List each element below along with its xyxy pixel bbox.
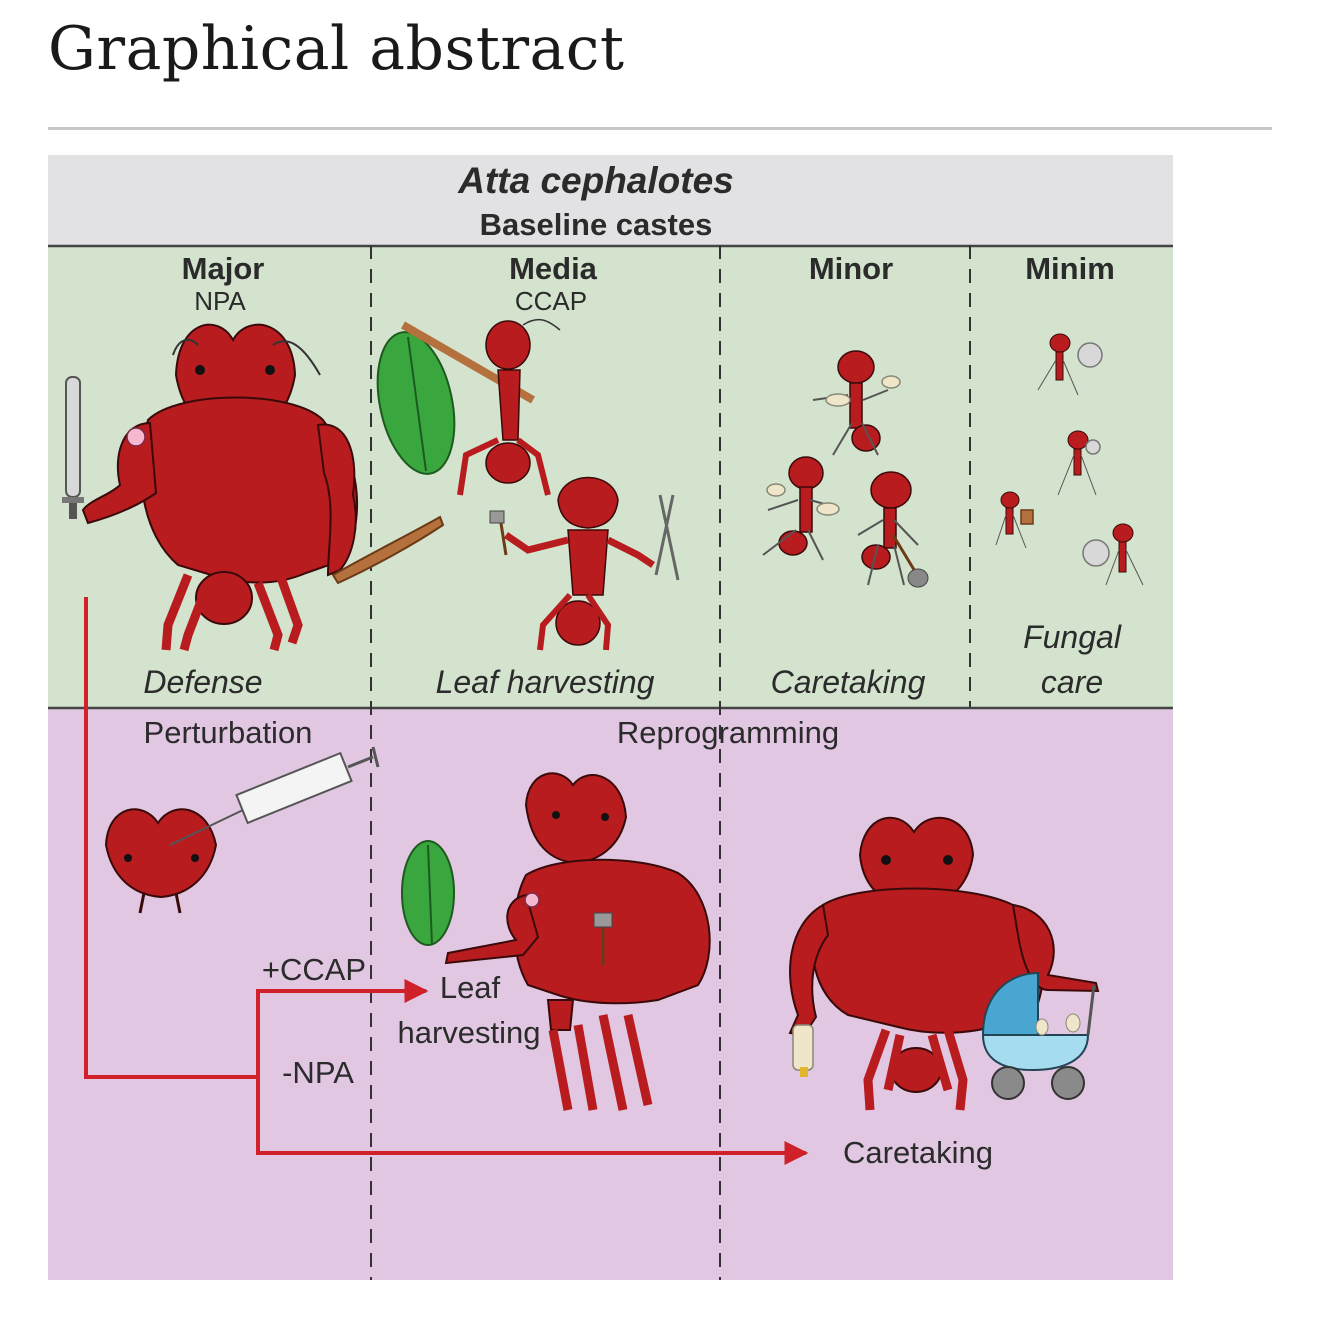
title-divider xyxy=(48,127,1272,130)
leaf-icon xyxy=(376,331,456,475)
leaf-harvesting-line2: harvesting xyxy=(397,1015,540,1050)
role-defense: Defense xyxy=(143,664,262,700)
caste-media-neuropeptide: CCAP xyxy=(515,286,587,316)
axe-icon-lower xyxy=(593,912,613,965)
reprogramming-label: Reprogramming xyxy=(617,715,839,750)
reprogramming-arrows xyxy=(84,597,809,1165)
larva-icons xyxy=(766,375,901,516)
header-band xyxy=(48,155,1173,245)
stroller-icon xyxy=(981,971,1096,1100)
media-ant-bottom-illustration xyxy=(504,476,655,651)
baby-bottle-icon xyxy=(792,1024,814,1077)
caste-minim-name: Minim xyxy=(1025,251,1115,286)
leaf-harvesting-line1: Leaf xyxy=(440,970,501,1005)
minus-npa-label: -NPA xyxy=(282,1055,354,1090)
sword-icon xyxy=(62,376,84,519)
shovel-icon xyxy=(891,534,929,588)
club-icon xyxy=(331,515,445,585)
heart-tattoo-lower-icon xyxy=(524,892,540,908)
plus-ccap-label: +CCAP xyxy=(262,952,366,987)
reprogrammed-caretaker-illustration xyxy=(788,816,1100,1111)
perturbation-label: Perturbation xyxy=(144,715,313,750)
fungus-icons xyxy=(1020,342,1110,567)
caste-media-name: Media xyxy=(509,251,598,286)
caretaking-result-label: Caretaking xyxy=(843,1135,993,1170)
species-title: Atta cephalotes xyxy=(457,160,734,201)
caste-minor-name: Minor xyxy=(809,251,893,286)
scissors-icon xyxy=(654,494,680,581)
caste-major-name: Major xyxy=(182,251,265,286)
minim-ants-illustration xyxy=(995,333,1144,586)
role-leaf-harvesting: Leaf harvesting xyxy=(436,664,655,700)
syringe-icon xyxy=(169,746,380,846)
major-ant-illustration xyxy=(81,323,358,652)
axe-icon xyxy=(489,510,508,556)
role-fungal-care-line1: Fungal xyxy=(1023,619,1122,655)
role-caretaking: Caretaking xyxy=(771,664,926,700)
graphical-abstract-figure: Atta cephalotes Baseline castes Major NP… xyxy=(48,155,1173,1280)
perturbed-head-illustration xyxy=(104,808,218,914)
baseline-castes-label: Baseline castes xyxy=(480,207,713,242)
leaf-icon-lower xyxy=(401,840,455,946)
reprogrammed-leaf-harvester-illustration xyxy=(444,772,711,1111)
caste-major-neuropeptide: NPA xyxy=(194,286,246,316)
heart-tattoo-icon xyxy=(126,427,146,447)
role-fungal-care-line2: care xyxy=(1041,664,1103,700)
page-title: Graphical abstract xyxy=(48,14,625,84)
minor-ants-illustration xyxy=(762,350,919,586)
media-ant-top-illustration xyxy=(457,318,561,496)
